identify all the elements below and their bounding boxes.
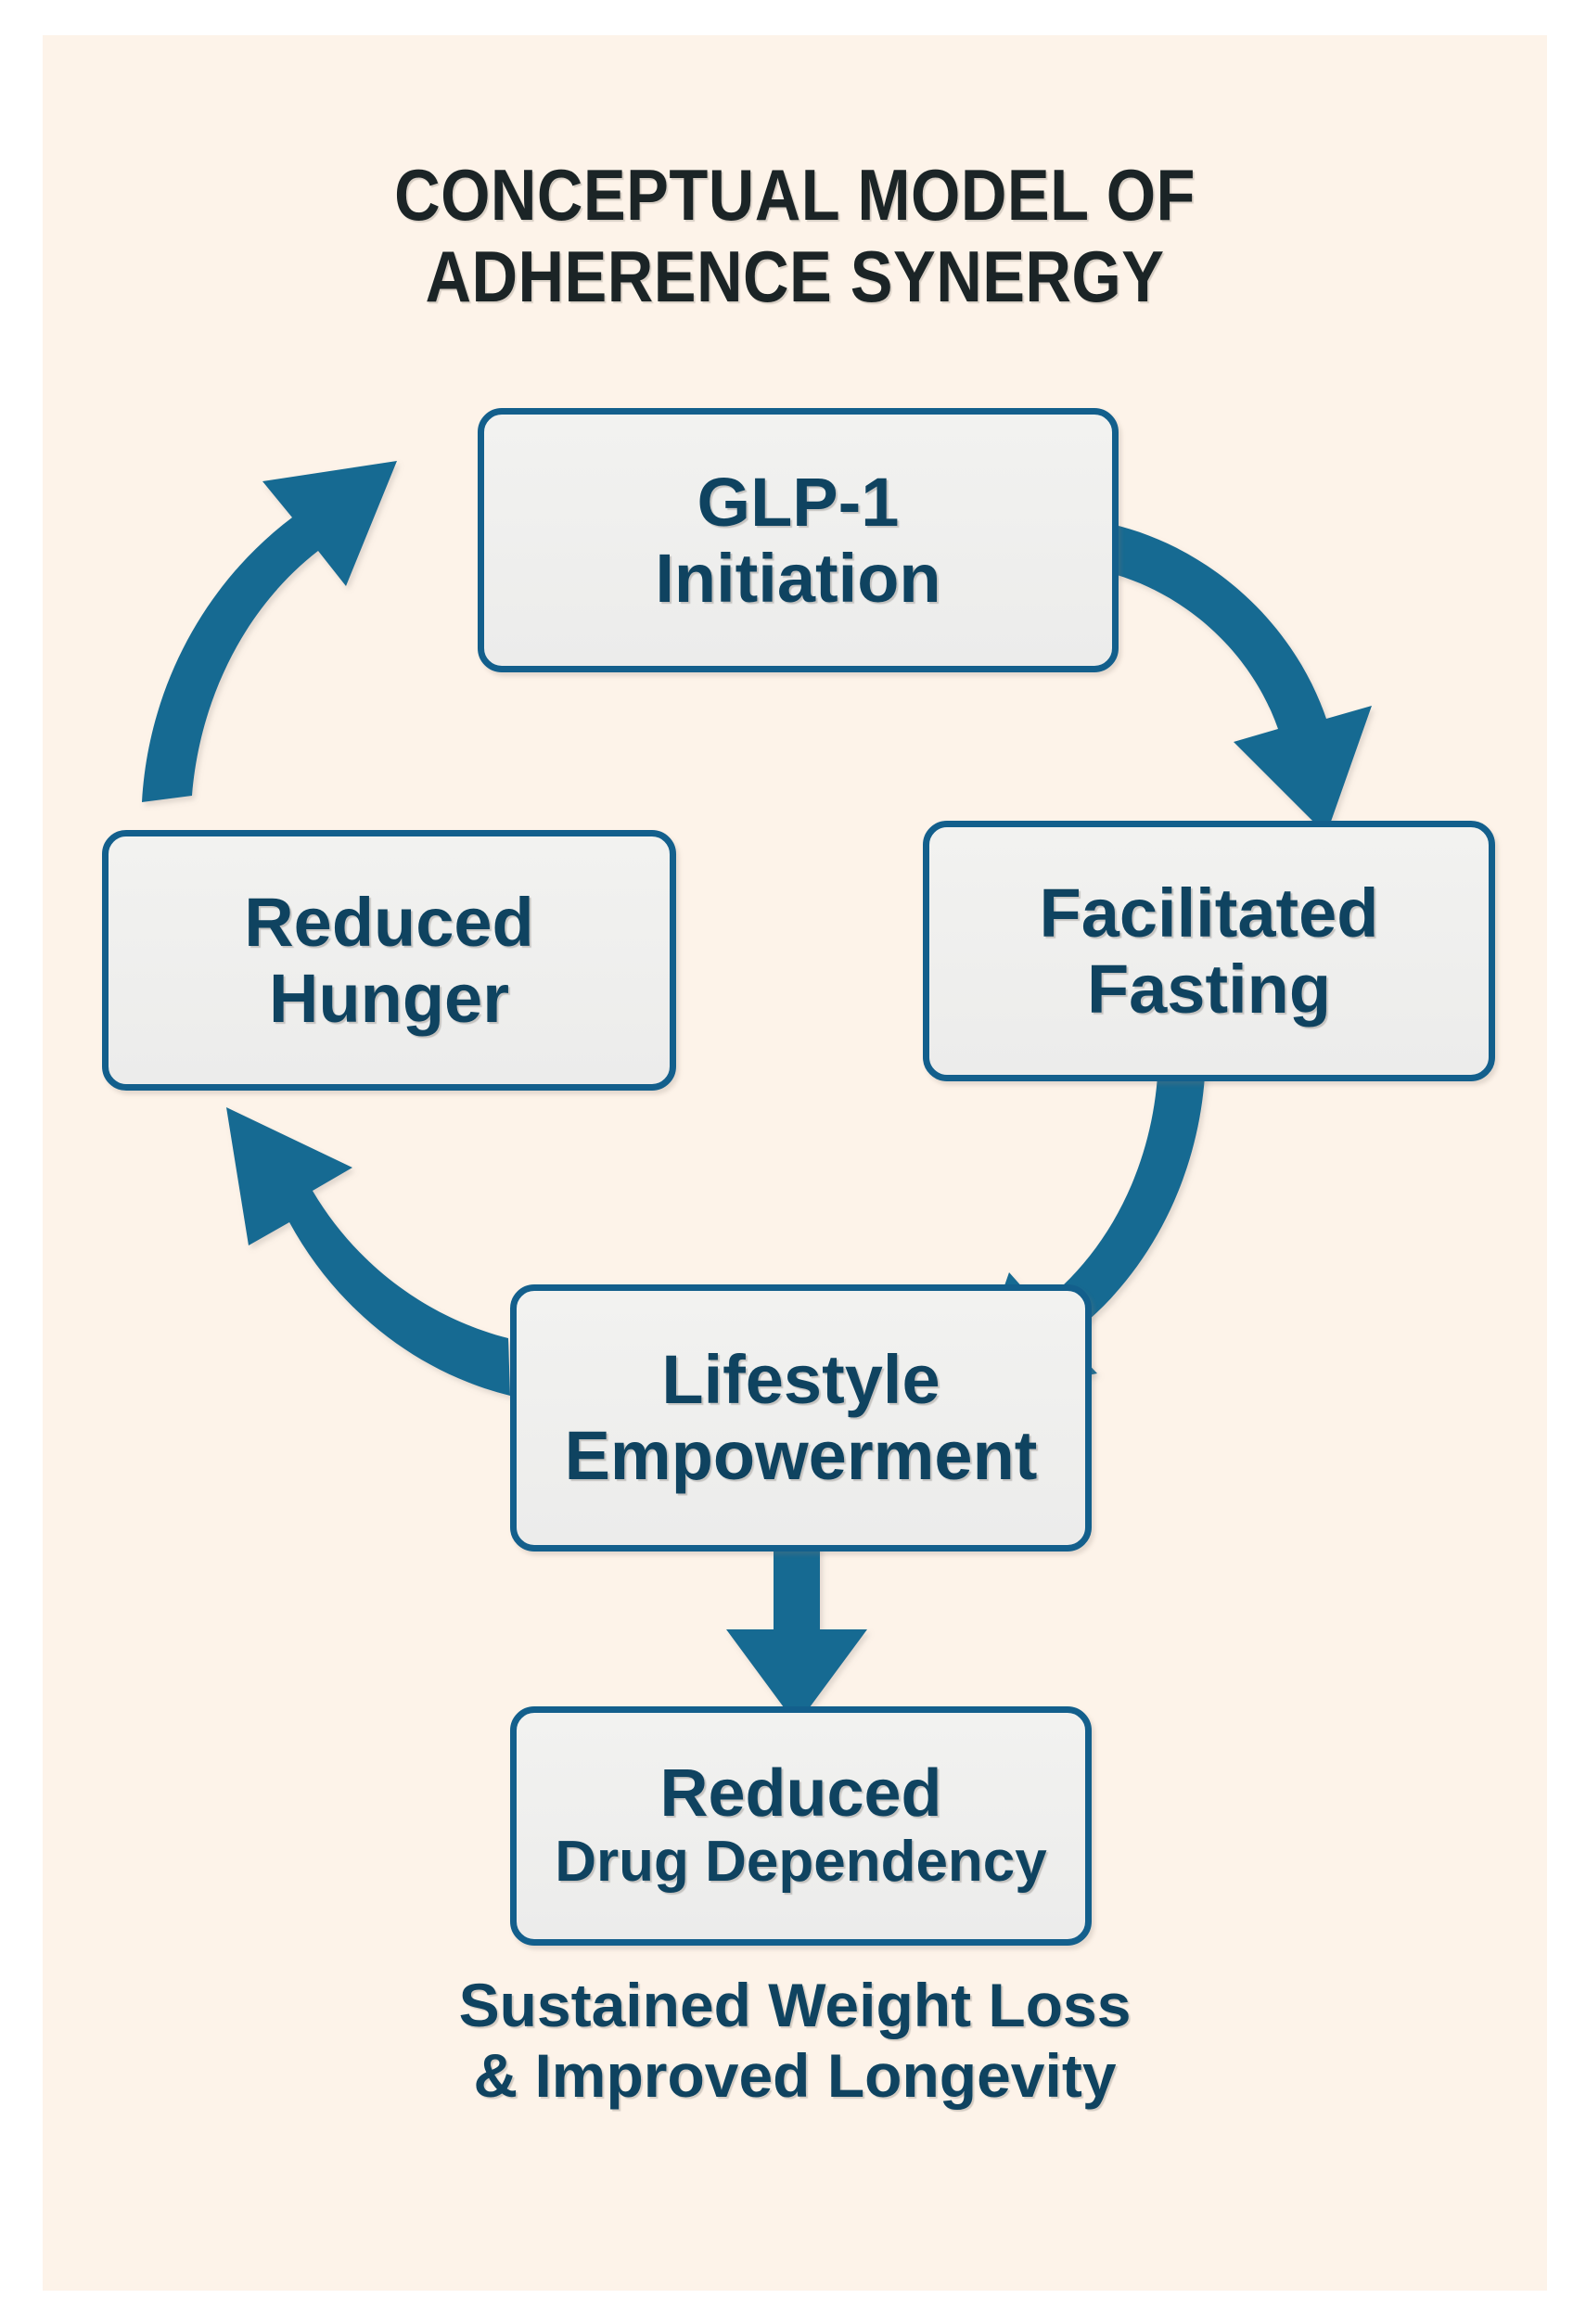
node-drug-line-1: Reduced [659, 1756, 942, 1831]
footer-outcome-text: Sustained Weight Loss & Improved Longevi… [458, 1971, 1132, 2110]
arrow-lifestyle-to-hunger [226, 1107, 510, 1396]
arrow-layer [142, 461, 1372, 1725]
arrow-glp1-to-fasting [1099, 524, 1372, 835]
node-lifestyle-line-2: Empowerment [564, 1417, 1038, 1494]
node-hunger-line-1: Reduced [244, 883, 534, 961]
node-fasting-line-1: Facilitated [1039, 874, 1379, 951]
poster-canvas: CONCEPTUAL MODEL OF ADHERENCE SYNERGY GL… [43, 35, 1547, 2291]
node-glp1-line-1: GLP-1 [697, 463, 900, 541]
node-reduced-hunger[interactable]: Reduced Hunger [102, 830, 676, 1091]
node-glp1-initiation[interactable]: GLP-1 Initiation [478, 408, 1119, 672]
node-facilitated-fasting[interactable]: Facilitated Fasting [923, 821, 1495, 1081]
node-lifestyle-line-1: Lifestyle [661, 1341, 940, 1418]
node-reduced-drug-dependency[interactable]: Reduced Drug Dependency [510, 1706, 1092, 1946]
node-glp1-line-2: Initiation [655, 539, 941, 617]
node-fasting-line-2: Fasting [1086, 950, 1332, 1028]
node-hunger-line-2: Hunger [269, 959, 509, 1037]
node-lifestyle-empowerment[interactable]: Lifestyle Empowerment [510, 1284, 1092, 1551]
arrow-hunger-to-glp1 [142, 461, 397, 802]
node-drug-line-2: Drug Dependency [555, 1830, 1047, 1894]
page-title: CONCEPTUAL MODEL OF ADHERENCE SYNERGY [394, 154, 1196, 317]
